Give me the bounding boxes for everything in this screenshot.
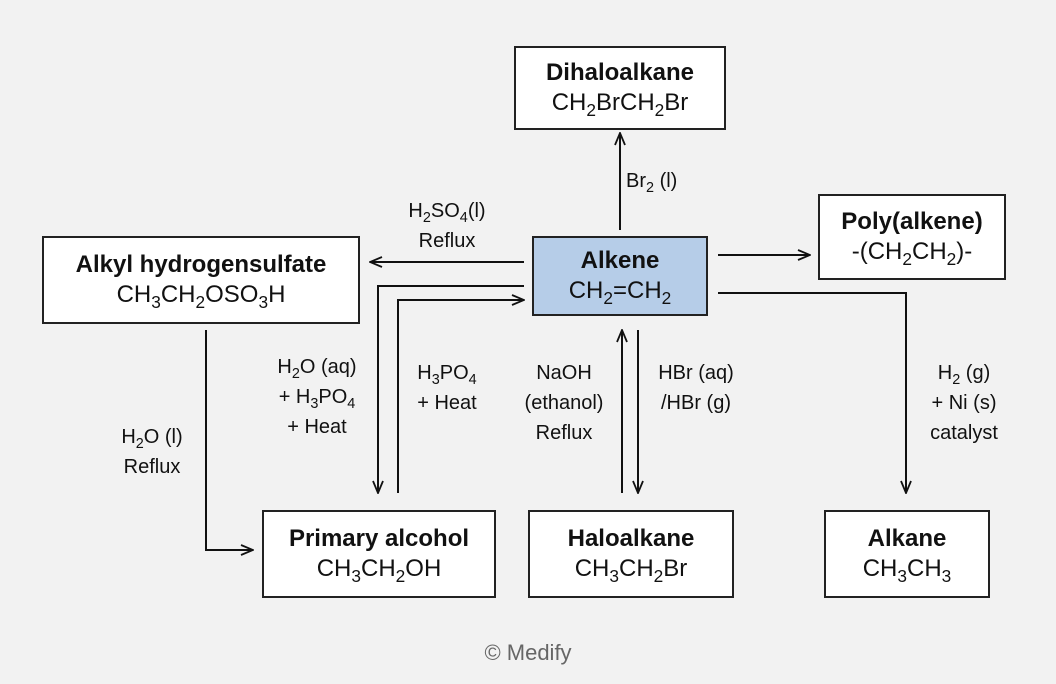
node-title: Alkane: [867, 525, 947, 552]
node-alkene: Alkene CH2=CH2: [532, 236, 708, 316]
condition-line: catalyst: [930, 422, 998, 444]
node-formula: CH3CH2OH: [316, 555, 442, 587]
node-formula: CH3CH2Br: [574, 555, 688, 587]
node-formula: CH3CH3: [862, 555, 952, 587]
node-alkyl-hydrogensulfate: Alkyl hydrogensulfate CH3CH2OSO3H: [42, 236, 360, 324]
node-primary-alcohol: Primary alcohol CH3CH2OH: [262, 510, 496, 598]
condition-line: Reflux: [418, 230, 476, 252]
condition-hydration: H2O (aq) + H3PO4 + Heat: [262, 352, 372, 442]
condition-h2-ni: H2 (g) + Ni (s) catalyst: [914, 358, 1014, 448]
condition-line: /HBr (g): [661, 392, 731, 414]
node-formula: CH2=CH2: [568, 277, 672, 309]
condition-line: H2 (g): [937, 362, 991, 389]
copyright-credit: © Medify: [484, 640, 572, 665]
arrow-alkyl-to-primary: [205, 330, 253, 550]
arrow-alkene-to-primary: [378, 285, 524, 493]
node-alkane: Alkane CH3CH3: [824, 510, 990, 598]
condition-line: H2O (aq): [277, 356, 357, 383]
condition-line: Reflux: [123, 456, 181, 478]
condition-line: H3PO4: [417, 362, 477, 389]
condition-line: NaOH: [536, 362, 592, 384]
condition-line: Reflux: [535, 422, 593, 444]
condition-dehydration: H3PO4 + Heat: [404, 358, 490, 418]
node-poly-alkene: Poly(alkene) -(CH2CH2)-: [818, 194, 1006, 280]
condition-line: + H3PO4: [278, 386, 356, 413]
node-title: Haloalkane: [567, 525, 695, 552]
arrow-alkene-to-alkane: [718, 292, 906, 493]
condition-br2: Br2 (l): [626, 166, 677, 196]
condition-h2so4: H2SO4(l) Reflux: [392, 196, 502, 256]
node-title: Alkyl hydrogensulfate: [75, 251, 327, 278]
condition-line: (ethanol): [524, 392, 604, 414]
node-haloalkane: Haloalkane CH3CH2Br: [528, 510, 734, 598]
condition-line: + Heat: [417, 392, 477, 414]
node-title: Dihaloalkane: [545, 59, 695, 86]
node-dihaloalkane: Dihaloalkane CH2BrCH2Br: [514, 46, 726, 130]
node-formula: CH3CH2OSO3H: [116, 281, 286, 313]
condition-hbr: HBr (aq) /HBr (g): [644, 358, 748, 418]
node-title: Primary alcohol: [288, 525, 470, 552]
condition-naoh: NaOH (ethanol) Reflux: [510, 358, 618, 448]
arrow-primary-to-alkene: [397, 300, 524, 493]
condition-line: + Heat: [287, 416, 347, 438]
condition-line: H2SO4(l): [408, 200, 486, 227]
node-formula: -(CH2CH2)-: [851, 238, 973, 270]
condition-line: Br2 (l): [626, 170, 678, 197]
condition-line: H2O (l): [121, 426, 183, 453]
node-title: Poly(alkene): [841, 208, 983, 235]
node-title: Alkene: [580, 247, 660, 274]
condition-line: HBr (aq): [658, 362, 734, 384]
condition-h2o-reflux: H2O (l) Reflux: [104, 422, 200, 482]
node-formula: CH2BrCH2Br: [551, 89, 689, 121]
condition-line: + Ni (s): [931, 392, 997, 414]
